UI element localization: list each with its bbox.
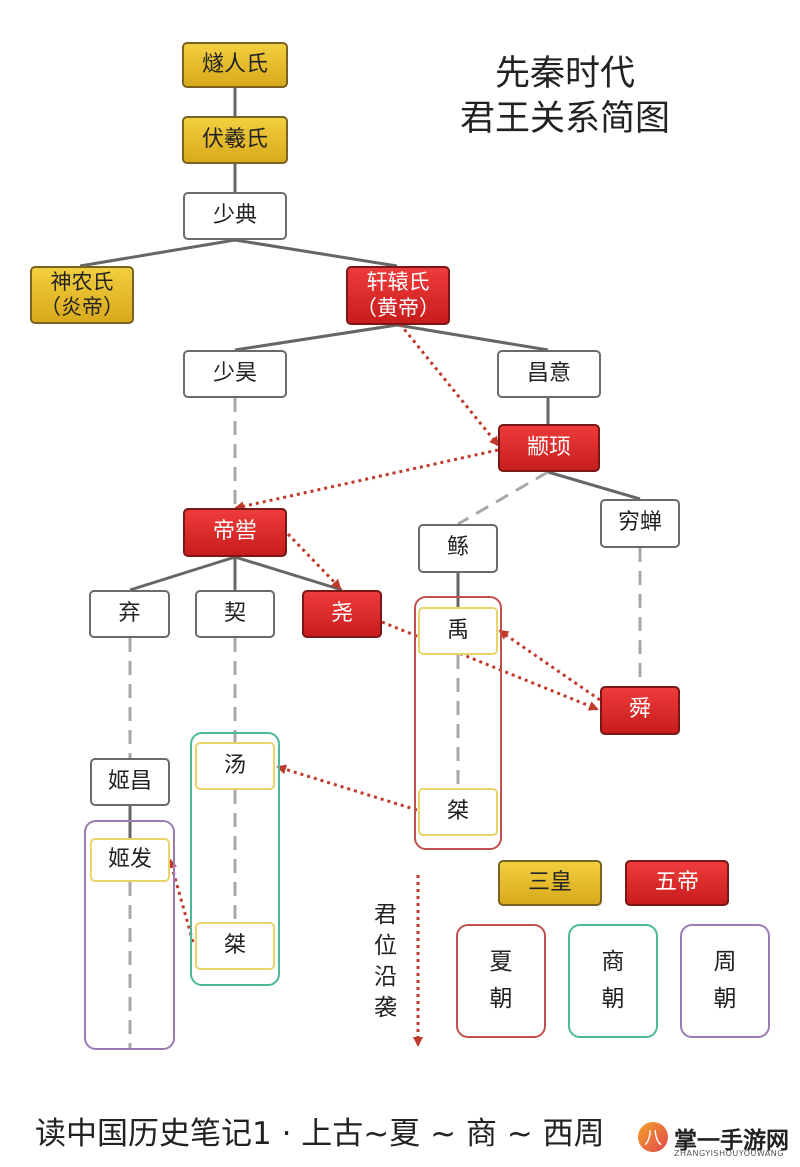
succession-label: 君 位 沿 袭: [374, 902, 397, 1022]
node-diku: 帝喾: [183, 508, 287, 557]
lineage-solid-lines: [79, 88, 641, 838]
logo-icon: 八: [638, 1122, 668, 1152]
node-qi: 弃: [89, 590, 170, 638]
watermark-logo: 八 掌一手游网 ZHANGYISHOUYOUWANG: [628, 1118, 800, 1167]
node-qiongchan: 穷蝉: [600, 499, 680, 548]
node-shun: 舜: [600, 686, 680, 735]
diagram-title: 先秦时代 君王关系简图: [459, 54, 670, 139]
caption-text: 读中国历史笔记1 · 上古~夏 ~ 商 ~ 西周: [35, 1116, 605, 1152]
legend-zhou-dynasty: 周 朝: [680, 924, 770, 1038]
legend-xia-dynasty: 夏 朝: [456, 924, 546, 1038]
legend-wu-di: 五帝: [625, 860, 729, 906]
node-shaodian: 少典: [183, 192, 287, 240]
node-tang: 汤: [195, 742, 275, 790]
node-yu: 禹: [418, 607, 498, 655]
node-fuxi: 伏羲氏: [182, 116, 288, 164]
logo-subtitle: ZHANGYISHOUYOUWANG: [674, 1149, 784, 1158]
node-changyi: 昌意: [497, 350, 601, 398]
node-zhuanxu: 颛顼: [498, 424, 600, 472]
logo-name: 掌一手游网: [674, 1128, 789, 1154]
node-shennong: 神农氏 （炎帝）: [30, 266, 134, 324]
node-shaohao: 少昊: [183, 350, 287, 398]
node-jichang: 姬昌: [90, 758, 170, 806]
zhou-dynasty-group: [84, 820, 175, 1050]
shang-dynasty-group: [190, 732, 280, 986]
node-suiren: 燧人氏: [182, 42, 288, 88]
node-gun: 鲧: [418, 524, 498, 573]
node-jie-xia: 桀: [418, 788, 498, 836]
legend-shang-dynasty: 商 朝: [568, 924, 658, 1038]
node-yao: 尧: [302, 590, 382, 638]
lineage-dashed-lines: [128, 398, 642, 1048]
node-xuanyuan: 轩辕氏 （黄帝）: [346, 266, 450, 325]
node-xie: 契: [195, 590, 275, 638]
legend-san-huang: 三皇: [498, 860, 602, 906]
xia-dynasty-group: [414, 596, 502, 850]
node-jifa: 姬发: [90, 838, 170, 882]
node-jie-shang: 桀: [195, 922, 275, 970]
